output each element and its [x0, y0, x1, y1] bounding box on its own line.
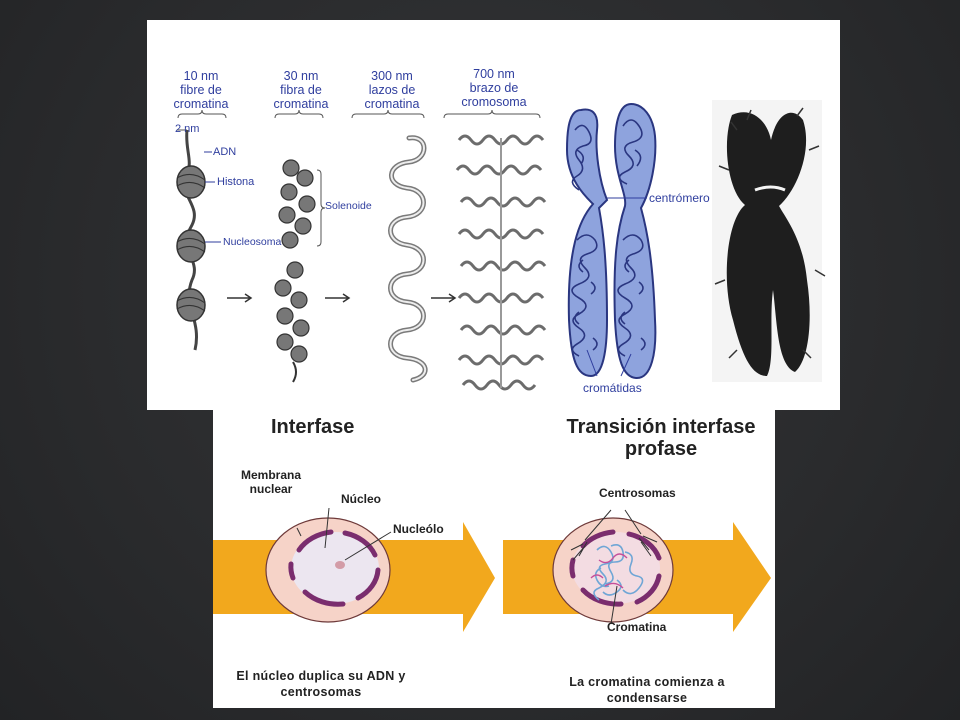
solenoid-fiber — [274, 159, 316, 383]
label-adn: ADN — [213, 146, 237, 158]
transition-caption-line2: condensarse — [606, 691, 688, 705]
cell-cycle-figure: Interfase Transición interfase profase M… — [213, 410, 775, 708]
stage-3-line2: cromatina — [364, 97, 420, 111]
stage-1-size: 10 nm — [183, 69, 219, 83]
stage-4-line1: brazo de — [469, 81, 519, 95]
stage-4-size: 700 nm — [473, 67, 515, 81]
chromatin-compaction-figure: 10 nm fibre de cromatina 30 nm fibra de … — [147, 20, 840, 410]
chromatin-loops — [388, 135, 428, 383]
stage-2-line1: fibra de — [280, 83, 322, 97]
label-histona: Histona — [217, 176, 255, 188]
stage-1-label: 10 nm fibre de cromatina — [171, 69, 231, 111]
label-nucleosoma: Nucleosoma — [223, 236, 282, 248]
chromosome-micrograph — [712, 100, 826, 382]
stage-3-size: 300 nm — [371, 69, 413, 83]
cell-cycle-drawing — [213, 507, 771, 632]
label-cromatina: Cromatina — [607, 620, 667, 634]
label-membrana-line1: Membrana — [240, 468, 302, 482]
label-cromatidas: cromátidas — [583, 381, 642, 395]
label-membrana-line2: nuclear — [249, 482, 293, 496]
blue-chromosome — [565, 102, 657, 380]
label-centrosomas: Centrosomas — [599, 486, 676, 500]
stage-4-label: 700 nm brazo de cromosoma — [454, 67, 534, 109]
stage-2-label: 30 nm fibra de cromatina — [269, 69, 333, 111]
label-solenoide: Solenoide — [325, 200, 372, 212]
bracket-stage-2 — [274, 109, 324, 119]
label-centromero: centrómero — [649, 191, 710, 205]
stage-4-line2: cromosoma — [461, 95, 527, 109]
label-membrana-nuclear: Membrana nuclear — [235, 468, 307, 496]
nucleosome-string — [176, 129, 221, 351]
label-nucleolo: Nucleólo — [393, 522, 444, 536]
interphase-caption: El núcleo duplica su ADN y centrosomas — [221, 668, 421, 700]
chromatin-drawing — [176, 100, 826, 391]
chromosome-arm-coils — [455, 134, 547, 391]
interphase-caption-line1: El núcleo duplica su ADN y — [236, 669, 406, 683]
transition-title: Transición interfase profase — [551, 416, 771, 460]
stage-3-label: 300 nm lazos de cromatina — [357, 69, 427, 111]
stage-1-line1: fibre de — [180, 83, 222, 97]
transition-cell — [552, 509, 674, 625]
stage-1-line2: cromatina — [173, 97, 229, 111]
stage-2-line2: cromatina — [273, 97, 329, 111]
transition-title-line2: profase — [624, 438, 698, 460]
transition-caption-line1: La cromatina comienza a — [569, 675, 725, 689]
stage-3-line1: lazos de — [368, 83, 416, 97]
transition-caption: La cromatina comienza a condensarse — [547, 674, 747, 706]
bracket-stage-3 — [351, 109, 425, 119]
solenoid-bracket — [316, 169, 326, 247]
bracket-stage-4 — [443, 109, 541, 119]
label-2nm: 2 nm — [175, 123, 200, 135]
interphase-cell — [265, 507, 392, 623]
bracket-stage-1 — [177, 109, 227, 119]
transition-title-line1: Transición interfase — [566, 416, 756, 438]
stage-2-size: 30 nm — [283, 69, 319, 83]
interphase-title: Interfase — [271, 416, 355, 438]
label-nucleo: Núcleo — [341, 492, 382, 506]
interphase-caption-line2: centrosomas — [280, 685, 362, 699]
